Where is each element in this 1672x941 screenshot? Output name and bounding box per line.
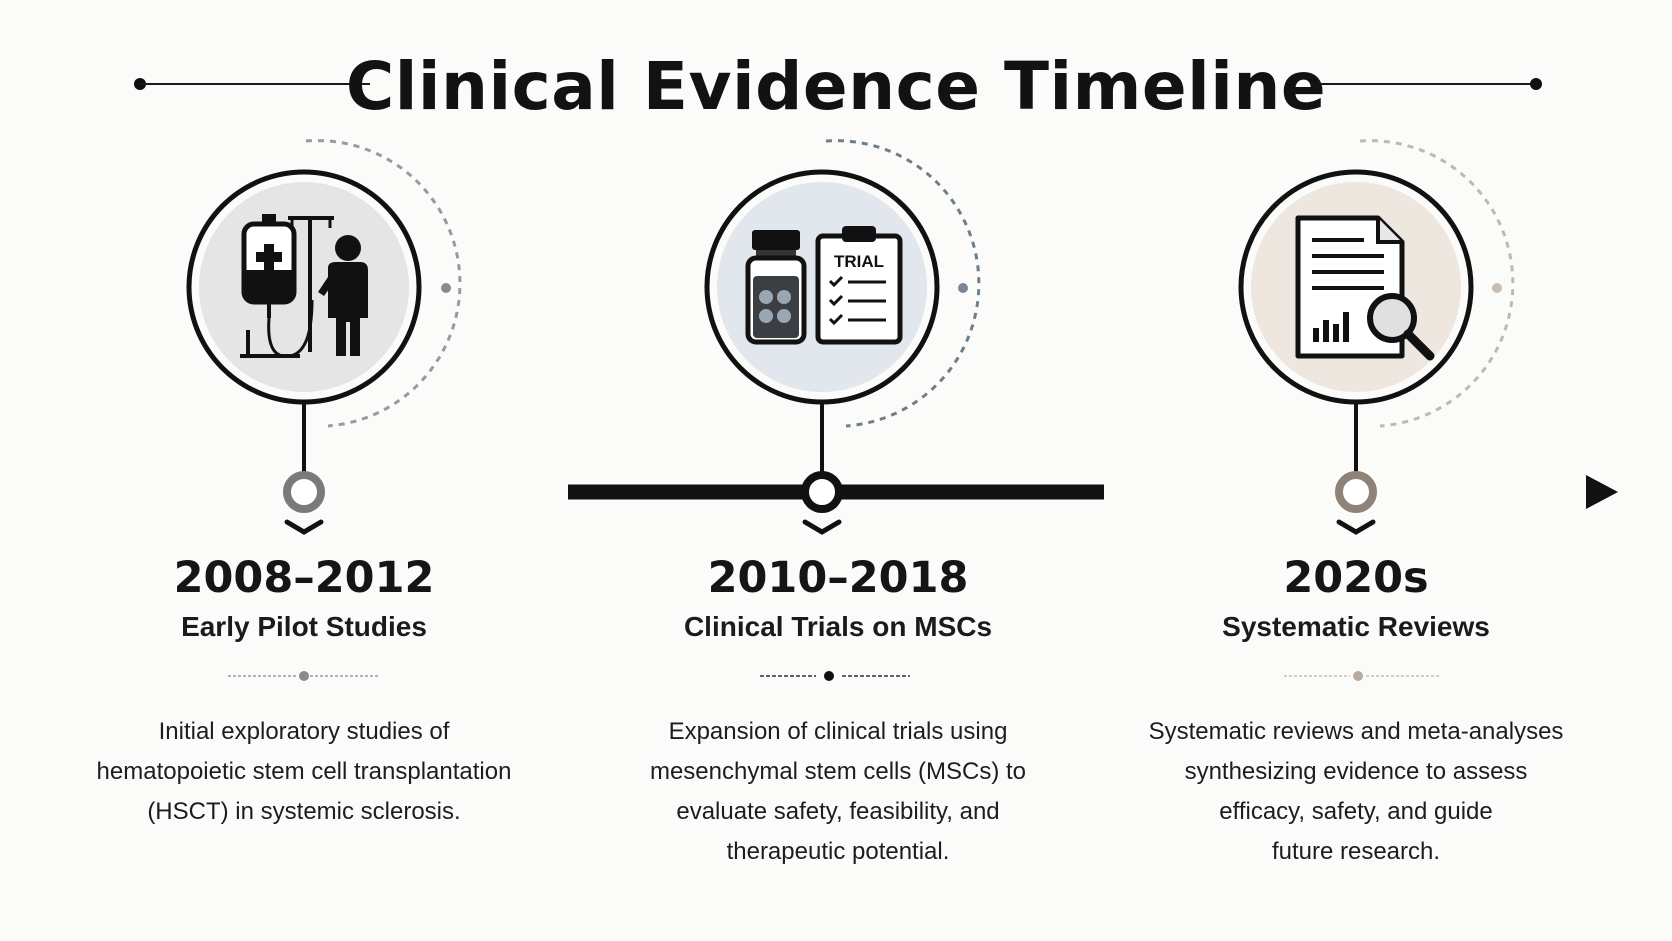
chevron-down-icon [802,519,842,535]
phase-1-marker [186,139,462,535]
phase-3-period: 2020s [1283,553,1429,603]
phase-2-period: 2010–2018 [707,553,969,603]
arc-dot-3 [1492,283,1502,293]
phase-1-description: Initial exploratory studies of hematopoi… [96,718,512,825]
arc-dot-1 [441,283,451,293]
chevron-down-icon [1336,519,1376,535]
phase-2-heading: Clinical Trials on MSCs [683,611,993,642]
title-right-dot [1530,78,1542,90]
trial-label: TRIAL [834,252,884,271]
timeline-node-2 [801,471,843,513]
page-title: Clinical Evidence Timeline [345,48,1327,125]
vial-clipboard-icon: TRIAL [745,226,903,345]
title-right-rule [1320,83,1536,85]
chevron-down-icon [284,519,324,535]
timeline-node-1 [283,471,325,513]
phase-3-description: Systematic reviews and meta-analyses syn… [1148,718,1564,865]
divider-2 [760,671,910,681]
divider-1 [228,671,380,681]
divider-3 [1284,671,1440,681]
document-magnifier-icon [1295,215,1435,361]
arc-dot-2 [958,283,968,293]
phase-3-heading: Systematic Reviews [1222,611,1490,642]
timeline-arrowhead [1586,475,1618,509]
iv-drip-patient-icon [240,214,368,358]
phase-1-period: 2008–2012 [173,553,435,603]
phase-1-heading: Early Pilot Studies [181,611,427,642]
title-left-rule [140,83,370,85]
phase-2-description: Expansion of clinical trials using mesen… [649,718,1027,865]
timeline-node-3 [1335,471,1377,513]
